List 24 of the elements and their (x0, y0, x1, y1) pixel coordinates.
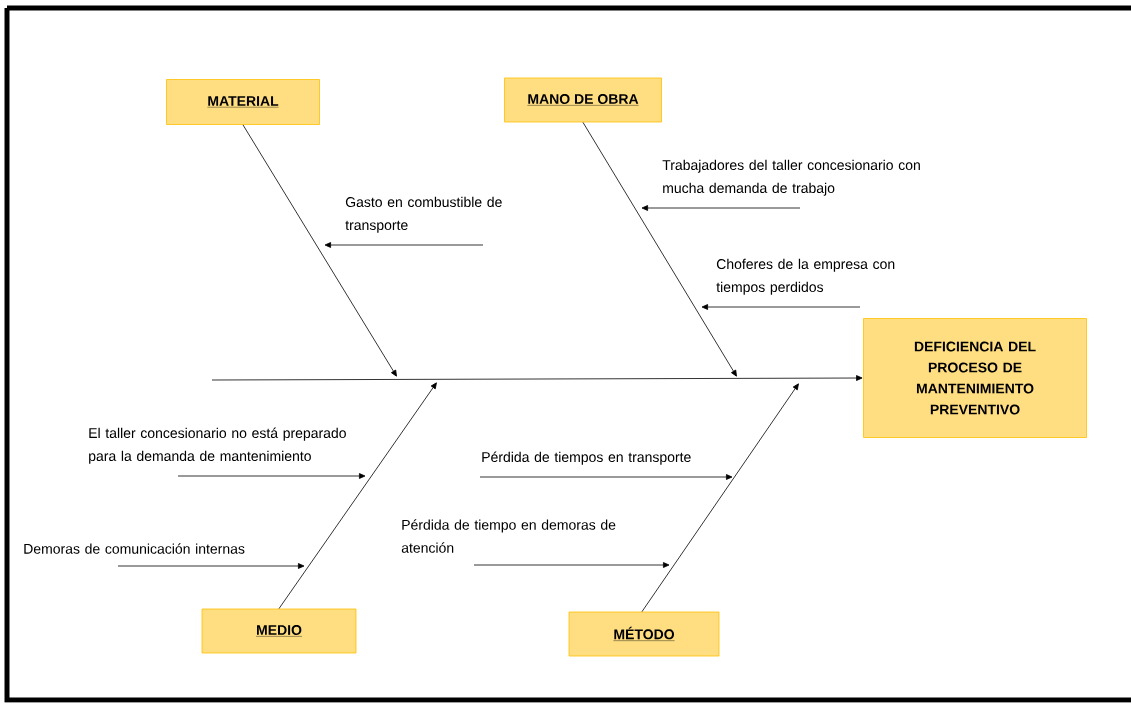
cause-text: Choferes de la empresa con tiempos perdidos (716, 258, 895, 295)
cause-text: Gasto en combustible de transporte (345, 196, 502, 233)
cause-arrow (701, 304, 861, 310)
effect-box: DEFICIENCIA DEL PROCESO DE MANTENIMIENTO PREVENTIVO (863, 318, 1087, 438)
cause-text: Demoras de comunicación internas (24, 543, 245, 554)
cause-arrow (473, 562, 670, 568)
cause-arrow (641, 205, 801, 211)
cause-arrow (177, 473, 366, 479)
bone-arrow (242, 124, 397, 377)
category-box: MEDIO (201, 608, 357, 654)
cause-arrow (117, 563, 305, 569)
category-box: MÉTODO (568, 611, 720, 657)
category-box: MATERIAL (166, 79, 320, 125)
spine-arrow (211, 375, 863, 381)
cause-arrow (479, 474, 733, 480)
bone-arrow (641, 383, 799, 612)
cause-arrow (324, 242, 484, 248)
category-box: MANO DE OBRA (504, 77, 662, 123)
cause-text: El taller concesionario no está preparado para la demanda de mantenimiento (89, 427, 346, 464)
bone-arrow (582, 122, 737, 377)
cause-text: Pérdida de tiempos en transporte (482, 451, 691, 465)
bone-arrow (278, 382, 437, 609)
cause-text: Pérdida de tiempo en demoras de atención (401, 519, 616, 553)
cause-text: Trabajadores del taller concesionario con mucha demanda de trabajo (662, 159, 920, 196)
